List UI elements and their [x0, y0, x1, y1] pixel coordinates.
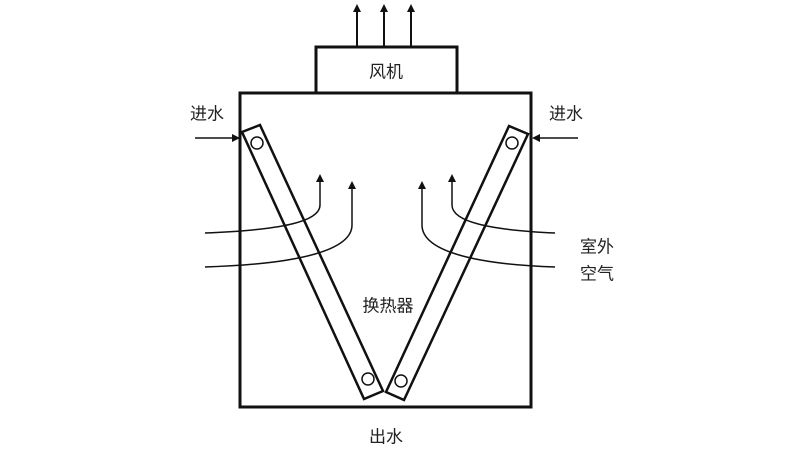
airflow-arrow-4: [448, 174, 556, 234]
airflow-arrow-1: [204, 174, 324, 234]
airflow-arrow-2: [204, 181, 356, 268]
airflow-arrow-3: [418, 181, 556, 268]
coil-port-icon: [361, 372, 375, 386]
heat-exchanger-right-coil: [384, 124, 530, 402]
coil-port-icon: [505, 136, 519, 150]
fan-label: 风机: [369, 62, 403, 83]
heat-exchanger-left-coil: [240, 123, 385, 401]
outdoor-air-label-2: 空气: [580, 264, 614, 285]
coil-port-icon: [394, 374, 408, 388]
water-out-label: 出水: [369, 427, 403, 448]
water-in-left-label: 进水: [190, 104, 224, 125]
tower-body: [238, 91, 533, 409]
coil-port-icon: [250, 136, 264, 150]
heat-exchanger-label: 换热器: [362, 291, 414, 317]
water-in-right-label: 进水: [549, 104, 583, 125]
outdoor-air-label-1: 室外: [580, 237, 614, 258]
